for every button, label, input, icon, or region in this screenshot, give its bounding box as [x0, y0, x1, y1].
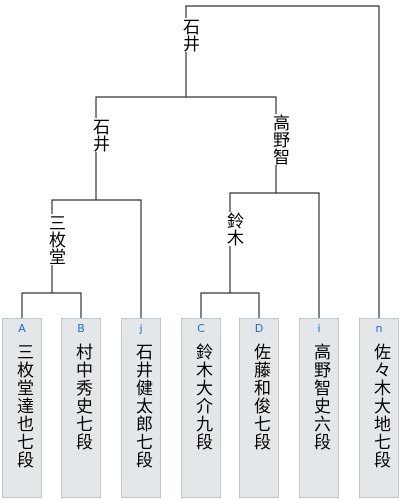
player-code: i: [317, 322, 321, 335]
player-card-c[interactable]: C 鈴木大介九段: [181, 318, 221, 498]
player-card-d[interactable]: D 佐藤和俊七段: [239, 318, 279, 498]
player-card-i[interactable]: i 高野智史六段: [299, 318, 339, 498]
player-card-j[interactable]: j 石井健太郎七段: [121, 318, 161, 498]
winner-final: 石井: [174, 18, 199, 52]
bracket-line-c-d: [200, 292, 260, 318]
player-name: 佐々木大地七段: [370, 343, 390, 469]
player-card-a[interactable]: A 三枚堂達也七段: [2, 318, 42, 498]
player-code: C: [197, 322, 205, 335]
player-name: 石井健太郎七段: [132, 343, 152, 469]
player-code: D: [254, 322, 264, 335]
bracket-line-a-b: [21, 292, 82, 318]
player-name: 村中秀史七段: [72, 343, 92, 451]
bracket-line-semifinal: [95, 96, 277, 200]
winner-semi-right: 高野智: [264, 114, 289, 165]
player-card-n[interactable]: n 佐々木大地七段: [359, 318, 399, 498]
winner-semi-left: 石井: [84, 118, 109, 152]
player-name: 佐藤和俊七段: [250, 343, 270, 451]
winner-qf-left: 三枚堂: [40, 214, 65, 265]
bracket-line-ab-j: [51, 199, 142, 318]
player-code: j: [139, 322, 143, 335]
player-name: 高野智史六段: [310, 343, 330, 451]
winner-qf-right: 鈴木: [218, 212, 243, 246]
bracket-line-cd-i: [229, 192, 320, 318]
player-code: A: [18, 322, 26, 335]
player-code: B: [77, 322, 85, 335]
player-card-b[interactable]: B 村中秀史七段: [61, 318, 101, 498]
player-name: 三枚堂達也七段: [13, 343, 33, 469]
player-code: n: [375, 322, 383, 335]
player-name: 鈴木大介九段: [192, 343, 212, 451]
